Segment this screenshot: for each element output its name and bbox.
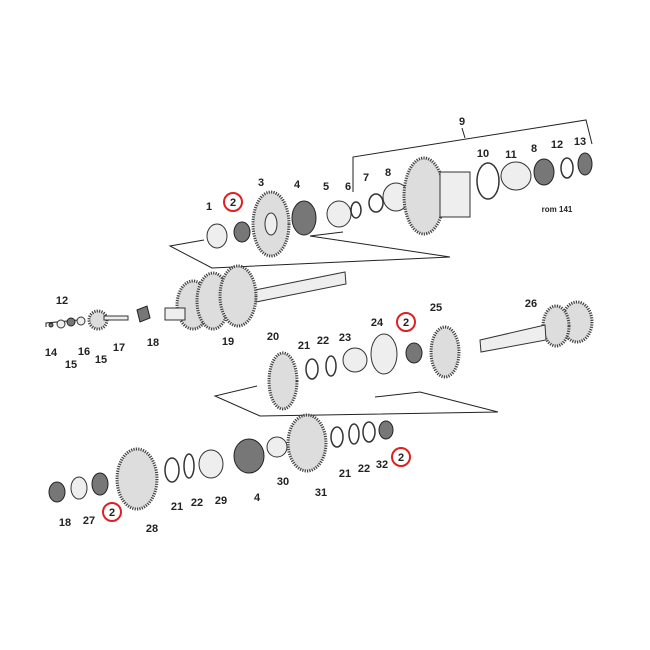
callout-15b: 15: [95, 354, 107, 366]
lower-labels: 18 27 2 28 21 22 29 4 30 31 21 22 32 2: [59, 447, 411, 535]
callout-6: 6: [345, 181, 351, 193]
callout-24: 24: [371, 317, 384, 329]
callout-19: 19: [222, 336, 234, 348]
middle-labels: 20 21 22 23 24 2 25 26: [267, 298, 537, 352]
callout-2b: 2: [398, 452, 404, 464]
highlight-circle: [102, 502, 122, 522]
callout-25: 25: [430, 302, 442, 314]
callout-16: 16: [78, 346, 90, 358]
callout-23: 23: [339, 332, 351, 344]
callout-27: 27: [83, 515, 95, 527]
callout-21: 21: [171, 501, 183, 513]
upper-labels: 1 2 3 4 5 6 7 8 9 10 11 8 12 13 rom 141: [206, 116, 586, 214]
highlight-circle: [391, 447, 411, 467]
callout-14: 14: [45, 347, 58, 359]
callout-12: 12: [56, 295, 68, 307]
callout-4: 4: [294, 179, 301, 191]
callout-21: 21: [298, 340, 310, 352]
callout-17: 17: [113, 342, 125, 354]
callout-3: 3: [258, 177, 264, 189]
callout-4: 4: [254, 492, 261, 504]
callout-5: 5: [323, 181, 329, 193]
callout-12: 12: [551, 139, 563, 151]
callout-26: 26: [525, 298, 537, 310]
callout-31: 31: [315, 487, 327, 499]
callout-21b: 21: [339, 468, 351, 480]
callout-2: 2: [403, 317, 409, 329]
highlight-circle: [223, 192, 243, 212]
highlight-circle: [396, 312, 416, 332]
callout-13: 13: [574, 136, 586, 148]
callout-1: 1: [206, 201, 212, 213]
countershaft-parts: [48, 264, 594, 353]
callout-15: 15: [65, 359, 77, 371]
lower-parts: [48, 413, 394, 511]
callout-9: 9: [459, 116, 465, 128]
countershaft-labels: 12 14 15 16 15 17 18 19: [45, 295, 234, 371]
callout-30: 30: [277, 476, 289, 488]
callout-18: 18: [59, 517, 71, 529]
callout-10: 10: [477, 148, 489, 160]
callout-22: 22: [191, 497, 203, 509]
callout-8b: 8: [531, 143, 537, 155]
callout-8: 8: [385, 167, 391, 179]
callout-32: 32: [376, 459, 388, 471]
callout-29: 29: [215, 495, 227, 507]
callout-20: 20: [267, 331, 279, 343]
callout-28: 28: [146, 523, 158, 535]
callout-2: 2: [230, 197, 236, 209]
callout-22: 22: [317, 335, 329, 347]
callout-11: 11: [505, 149, 517, 161]
callout-2: 2: [109, 507, 115, 519]
callout-7: 7: [363, 172, 369, 184]
callout-18: 18: [147, 337, 159, 349]
diagram-code: rom 141: [542, 205, 573, 214]
upper-parts: [206, 152, 593, 258]
callout-22b: 22: [358, 463, 370, 475]
middle-parts: [267, 325, 461, 411]
